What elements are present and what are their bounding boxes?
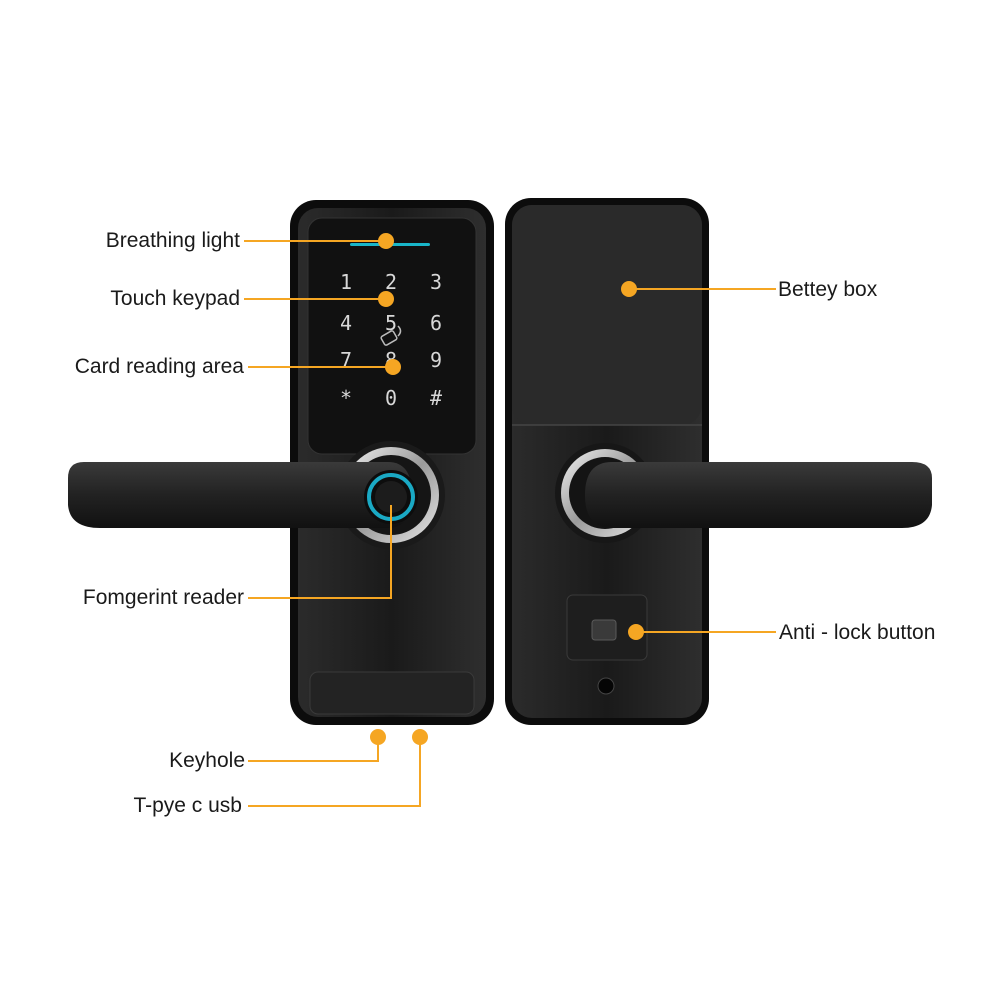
keypad-key: 7 — [340, 348, 352, 372]
keypad-key: 1 — [340, 270, 352, 294]
front-bottom-cap — [309, 671, 475, 715]
keypad-panel — [307, 217, 477, 455]
touch-keypad: 123456789*0# — [340, 270, 442, 410]
keypad-key: 9 — [430, 348, 442, 372]
keypad-key: 0 — [385, 386, 397, 410]
back-lock — [505, 198, 932, 725]
fingerprint-sensor — [375, 481, 407, 513]
label-breathing-light: Breathing light — [105, 229, 240, 252]
keypad-key: 5 — [385, 311, 397, 335]
card-reader-icon — [380, 325, 402, 346]
battery-box — [512, 205, 702, 425]
keypad-key: 2 — [385, 270, 397, 294]
anti-lock-switch — [591, 619, 617, 641]
keypad-key: 4 — [340, 311, 352, 335]
back-screw-hole — [597, 677, 615, 695]
label-battery-box: Bettey box — [778, 278, 878, 301]
callout-leaders — [244, 233, 776, 807]
keypad-key: * — [340, 386, 352, 410]
label-card-reading-area: Card reading area — [74, 355, 244, 378]
label-fingerprint-reader: Fomgerint reader — [82, 586, 244, 609]
label-touch-keypad: Touch keypad — [110, 287, 240, 310]
keypad-key: 3 — [430, 270, 442, 294]
label-keyhole: Keyhole — [169, 749, 245, 772]
keypad-key: 6 — [430, 311, 442, 335]
label-usb: T-pye c usb — [133, 794, 242, 817]
front-lock: 123456789*0# — [68, 200, 494, 725]
label-anti-lock-button: Anti - lock button — [779, 621, 936, 644]
back-handle — [585, 462, 932, 528]
front-handle — [68, 462, 412, 528]
keypad-key: # — [430, 386, 442, 410]
